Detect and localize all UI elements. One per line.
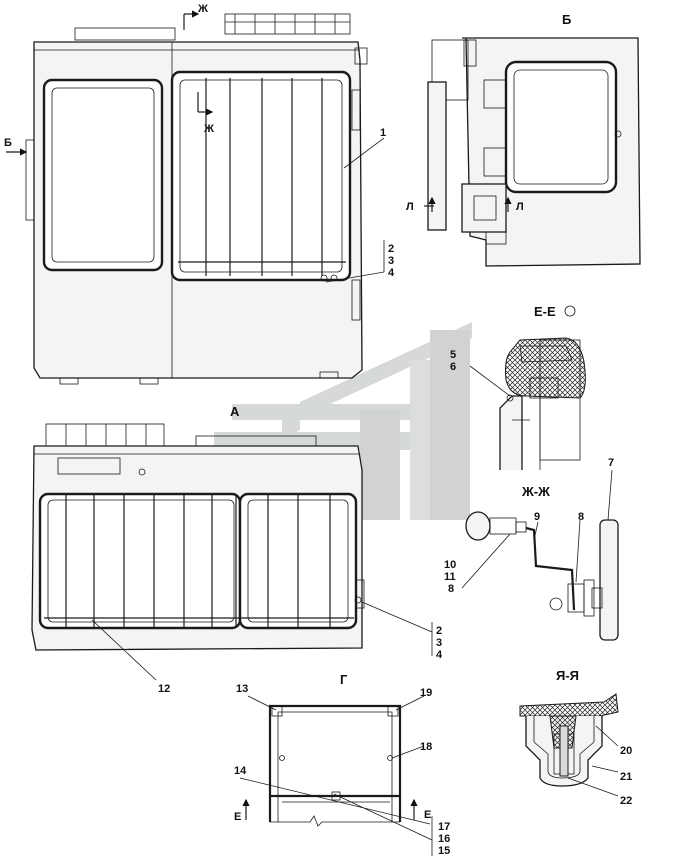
callout-22: 22 xyxy=(620,795,632,807)
callout-20: 20 xyxy=(620,745,632,757)
callout-21: 21 xyxy=(620,771,632,783)
section-yaya-detail xyxy=(519,693,619,797)
roof-rack xyxy=(74,13,351,41)
callout-2-a: 2 xyxy=(436,625,442,637)
callout-13: 13 xyxy=(236,683,248,695)
section-mark-zh-top: Ж xyxy=(197,3,208,15)
view-a-detail xyxy=(31,423,433,681)
callout-16: 16 xyxy=(438,833,450,845)
view-g-detail xyxy=(239,695,433,856)
callout-8-bottom: 8 xyxy=(448,583,454,595)
view-title-b: Б xyxy=(562,12,571,27)
side-window-left xyxy=(42,78,164,272)
view-title-yaya: Я-Я xyxy=(556,668,579,683)
section-circle-ee xyxy=(564,305,576,317)
section-mark-e-right: Е xyxy=(424,809,431,821)
callout-11: 11 xyxy=(444,571,456,583)
callout-6: 6 xyxy=(450,361,456,373)
view-title-ee: Е-Е xyxy=(534,304,556,319)
section-mark-zh-bottom: Ж xyxy=(203,123,214,135)
section-mark-l-right: Л xyxy=(516,201,524,213)
section-mark-e-left: Е xyxy=(234,811,241,823)
callout-14: 14 xyxy=(234,765,247,777)
callout-3-a: 3 xyxy=(436,637,442,649)
callout-12: 12 xyxy=(158,683,170,695)
callout-3-top: 3 xyxy=(388,255,394,267)
section-zhzh-detail xyxy=(461,469,619,641)
callout-1: 1 xyxy=(380,127,386,139)
section-ee-detail xyxy=(469,337,586,470)
section-mark-b: Б xyxy=(4,137,12,149)
view-title-zhzh: Ж-Ж xyxy=(521,484,550,499)
callout-5: 5 xyxy=(450,349,456,361)
view-title-g: Г xyxy=(340,672,348,687)
callout-10: 10 xyxy=(444,559,456,571)
view-b-detail xyxy=(424,37,641,267)
callout-15: 15 xyxy=(438,845,450,857)
callout-18: 18 xyxy=(420,741,432,753)
callout-19: 19 xyxy=(420,687,432,699)
callout-8-top: 8 xyxy=(578,511,584,523)
callout-9: 9 xyxy=(534,511,540,523)
callout-2-top: 2 xyxy=(388,243,394,255)
door-window xyxy=(170,70,352,282)
view-title-a: А xyxy=(230,404,240,419)
callout-4-a: 4 xyxy=(436,649,443,661)
callout-4-top: 4 xyxy=(388,267,395,279)
callout-17: 17 xyxy=(438,821,450,833)
section-mark-l-left: Л xyxy=(406,201,414,213)
callout-7: 7 xyxy=(608,457,614,469)
main-side-view xyxy=(6,10,385,385)
